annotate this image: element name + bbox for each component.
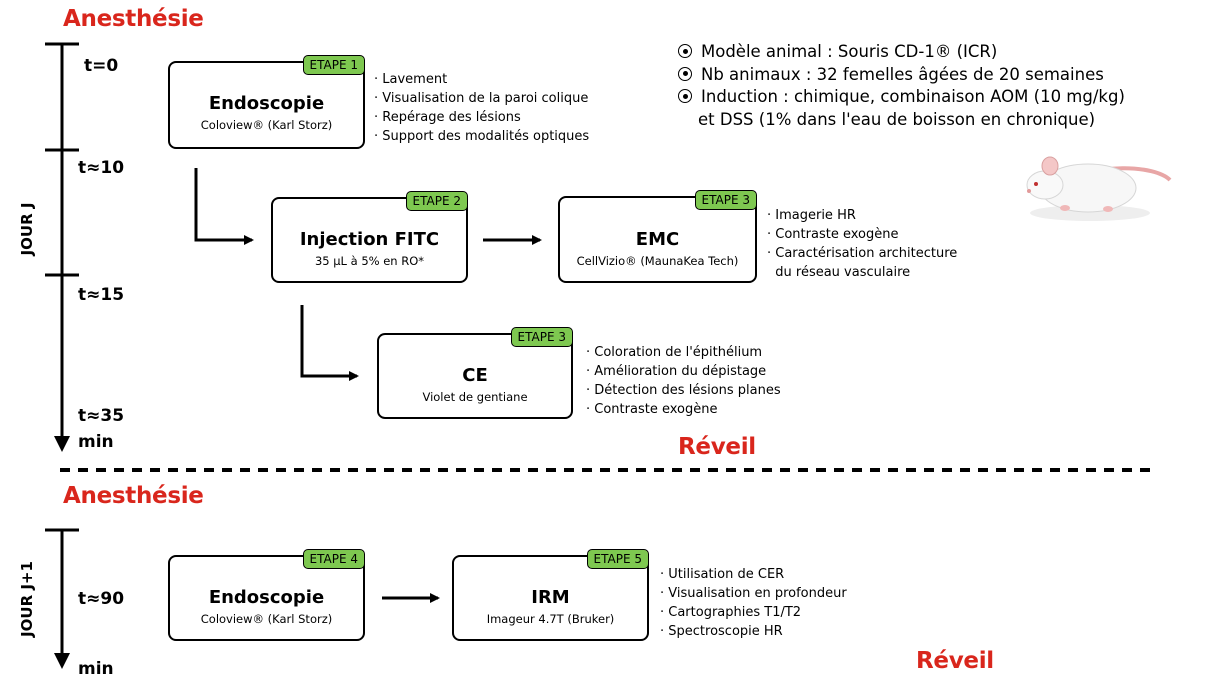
ce-bullets: Coloration de l'épithélium Amélioration …: [586, 343, 781, 419]
reveil-label-2: Réveil: [916, 648, 994, 674]
step-title: Endoscopie: [208, 587, 325, 608]
step-title: Injection FITC: [299, 229, 440, 250]
etape-badge: ETAPE 5: [586, 549, 649, 569]
time-label-t0: t=0: [84, 56, 119, 76]
step-title: IRM: [531, 587, 570, 608]
unit-label-1: min: [78, 432, 114, 452]
endoscopie-bullets: Lavement Visualisation de la paroi coliq…: [374, 70, 589, 146]
bullet-item: Contraste exogène: [767, 225, 957, 244]
step-endoscopie-2-box: ETAPE 4 Endoscopie Coloview® (Karl Storz…: [168, 549, 365, 641]
etape-badge: ETAPE 2: [405, 191, 468, 211]
time-label-t35: t≈35: [78, 406, 125, 426]
step-subtitle: Coloview® (Karl Storz): [200, 118, 333, 132]
time-label-t90: t≈90: [78, 589, 125, 609]
emc-bullets: Imagerie HR Contraste exogène Caractéris…: [767, 206, 957, 282]
info-line-induction-cont: et DSS (1% dans l'eau de boisson en chro…: [698, 109, 1096, 129]
timeline-jour-j1: [45, 528, 79, 669]
time-label-t15: t≈15: [78, 285, 125, 305]
anesthesie-label-2: Anesthésie: [63, 483, 204, 509]
timeline-jour-j: [45, 42, 79, 452]
step-emc-box: ETAPE 3 EMC CellVizio® (MaunaKea Tech): [558, 190, 757, 283]
step-ce-box: ETAPE 3 CE Violet de gentiane: [377, 327, 573, 419]
step-subtitle: Violet de gentiane: [422, 390, 528, 404]
bullet-item: Imagerie HR: [767, 206, 957, 225]
step-title: CE: [462, 365, 488, 386]
bullet-item: du réseau vasculaire: [775, 265, 911, 280]
bullet-item: Cartographies T1/T2: [660, 603, 847, 622]
anesthesie-label-1: Anesthésie: [63, 6, 204, 32]
step-endoscopie-box: ETAPE 1 Endoscopie Coloview® (Karl Storz…: [168, 55, 365, 149]
step-subtitle: CellVizio® (MaunaKea Tech): [576, 254, 739, 268]
bullet-item: Coloration de l'épithélium: [586, 343, 781, 362]
step-subtitle: 35 µL à 5% en RO*: [314, 254, 425, 268]
bullet-item: Spectroscopie HR: [660, 622, 847, 641]
irm-bullets: Utilisation de CER Visualisation en prof…: [660, 565, 847, 641]
step-subtitle: Coloview® (Karl Storz): [200, 612, 333, 626]
info-line-induction: Induction : chimique, combinaison AOM (1…: [678, 86, 1125, 109]
unit-label-2: min: [78, 659, 114, 679]
day-label-jour-j: JOUR J: [18, 202, 36, 256]
white-mouse-icon: [1026, 156, 1172, 221]
bullet-item: Lavement: [374, 70, 589, 89]
radio-dot-icon: [678, 44, 692, 58]
bullet-item: Caractérisation architecture: [767, 244, 957, 263]
reveil-label-1: Réveil: [678, 434, 756, 460]
study-info: Modèle animal : Souris CD-1® (ICR) Nb an…: [678, 41, 1125, 131]
step-irm-box: ETAPE 5 IRM Imageur 4.7T (Bruker): [452, 549, 649, 641]
radio-dot-icon: [678, 66, 692, 81]
bullet-item: Amélioration du dépistage: [586, 362, 781, 381]
bullet-item: Repérage des lésions: [374, 108, 589, 127]
bullet-item: Visualisation de la paroi colique: [374, 89, 589, 108]
bullet-item: Contraste exogène: [586, 400, 781, 419]
time-label-t10: t≈10: [78, 158, 125, 178]
etape-badge: ETAPE 3: [510, 327, 573, 347]
etape-badge: ETAPE 3: [694, 190, 757, 210]
etape-badge: ETAPE 4: [302, 549, 365, 569]
step-injection-box: ETAPE 2 Injection FITC 35 µL à 5% en RO*: [271, 191, 468, 283]
bullet-item: Utilisation de CER: [660, 565, 847, 584]
day-label-jour-j1: JOUR J+1: [18, 561, 36, 637]
step-subtitle: Imageur 4.7T (Bruker): [486, 612, 615, 626]
step-title: Endoscopie: [208, 93, 325, 114]
etape-badge: ETAPE 1: [302, 55, 365, 75]
info-line-count: Nb animaux : 32 femelles âgées de 20 sem…: [678, 64, 1125, 87]
info-line-model: Modèle animal : Souris CD-1® (ICR): [678, 41, 1125, 64]
bullet-item: Détection des lésions planes: [586, 381, 780, 400]
step-title: EMC: [635, 229, 680, 250]
radio-dot-icon: [678, 89, 692, 103]
bullet-item: Visualisation en profondeur: [660, 584, 846, 603]
bullet-item: Support des modalités optiques: [374, 127, 589, 146]
flow-arrows: [194, 168, 542, 603]
